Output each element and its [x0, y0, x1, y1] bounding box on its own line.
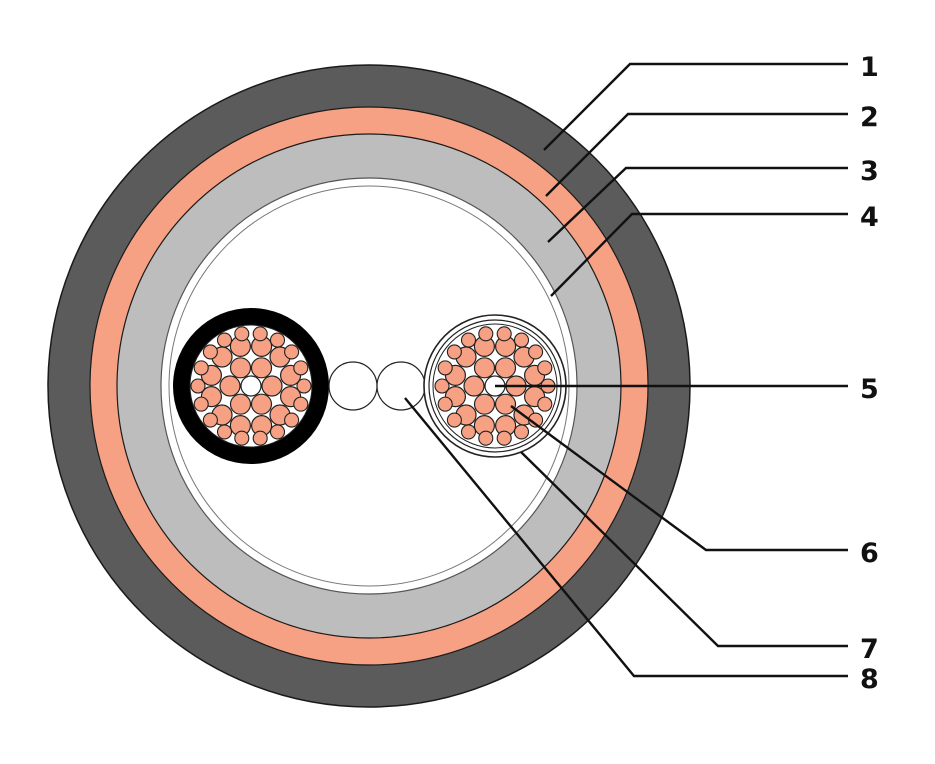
callout-label-6: 6 — [860, 538, 879, 569]
callout-label-4: 4 — [860, 202, 879, 233]
left-outer-strand — [293, 360, 309, 376]
right-outer-strand — [437, 360, 453, 376]
left-outer-strand — [234, 430, 250, 446]
right-outer-strand — [513, 332, 530, 348]
right-outer-strand — [537, 396, 553, 412]
right-outer-strand — [537, 360, 553, 376]
callout-label-5: 5 — [860, 374, 879, 405]
filler-thread-left — [328, 361, 378, 411]
left-outer-strand — [284, 344, 300, 360]
left-outer-strand — [216, 332, 233, 348]
left-outer-strand — [190, 378, 206, 394]
left-strand — [250, 357, 273, 379]
filler-thread-right — [376, 361, 426, 411]
filler-threads — [328, 361, 426, 411]
right-strand — [473, 357, 496, 379]
callout-leader-2 — [545, 112, 848, 197]
right-outer-strand — [478, 326, 494, 342]
left-outer-strand — [252, 326, 268, 342]
right-outer-strand — [528, 344, 544, 360]
left-strand — [229, 393, 252, 415]
left-strand — [219, 375, 241, 397]
left-outer-strand — [202, 412, 218, 428]
left-strand — [261, 375, 283, 397]
right-outer-strand — [478, 430, 494, 446]
left-conductor — [173, 308, 329, 464]
right-outer-strand — [513, 424, 530, 440]
callout-leader-6 — [510, 405, 848, 552]
callout-leaders — [404, 62, 848, 678]
right-outer-strand — [437, 396, 453, 412]
callout-label-8: 8 — [860, 664, 879, 695]
right-outer-strand — [460, 424, 477, 440]
right-strand — [473, 393, 496, 415]
callout-label-2: 2 — [860, 102, 879, 133]
right-outer-strand — [496, 326, 512, 342]
left-center-strand — [240, 375, 262, 397]
right-outer-strand — [446, 412, 462, 428]
left-strand — [229, 357, 252, 379]
right-strand — [463, 375, 485, 397]
right-outer-strand — [460, 332, 477, 348]
callout-leader-1 — [543, 62, 848, 151]
left-outer-strand — [284, 412, 300, 428]
callout-label-3: 3 — [860, 156, 879, 187]
left-outer-strand — [193, 396, 209, 412]
callout-leader-7 — [520, 451, 848, 648]
callout-leader-3 — [547, 166, 848, 243]
right-strand — [494, 393, 517, 415]
left-outer-strand — [234, 326, 250, 342]
left-outer-strand — [296, 378, 312, 394]
left-outer-strand — [252, 430, 268, 446]
callout-leader-8 — [404, 397, 848, 678]
left-outer-strand — [269, 424, 286, 440]
left-outer-strand — [202, 344, 218, 360]
callout-label-1: 1 — [860, 52, 879, 83]
right-outer-strand — [446, 344, 462, 360]
right-outer-strand — [496, 430, 512, 446]
callout-labels: 1 2 3 4 5 6 78 — [860, 52, 879, 695]
right-outer-strand — [434, 378, 450, 394]
callout-leader-4 — [550, 212, 848, 297]
right-strand — [494, 357, 517, 379]
left-outer-strand — [216, 424, 233, 440]
callout-label-7: 7 — [860, 634, 879, 665]
left-strand — [250, 393, 273, 415]
left-outer-strand — [293, 396, 309, 412]
left-outer-strand — [269, 332, 286, 348]
left-outer-strand — [193, 360, 209, 376]
